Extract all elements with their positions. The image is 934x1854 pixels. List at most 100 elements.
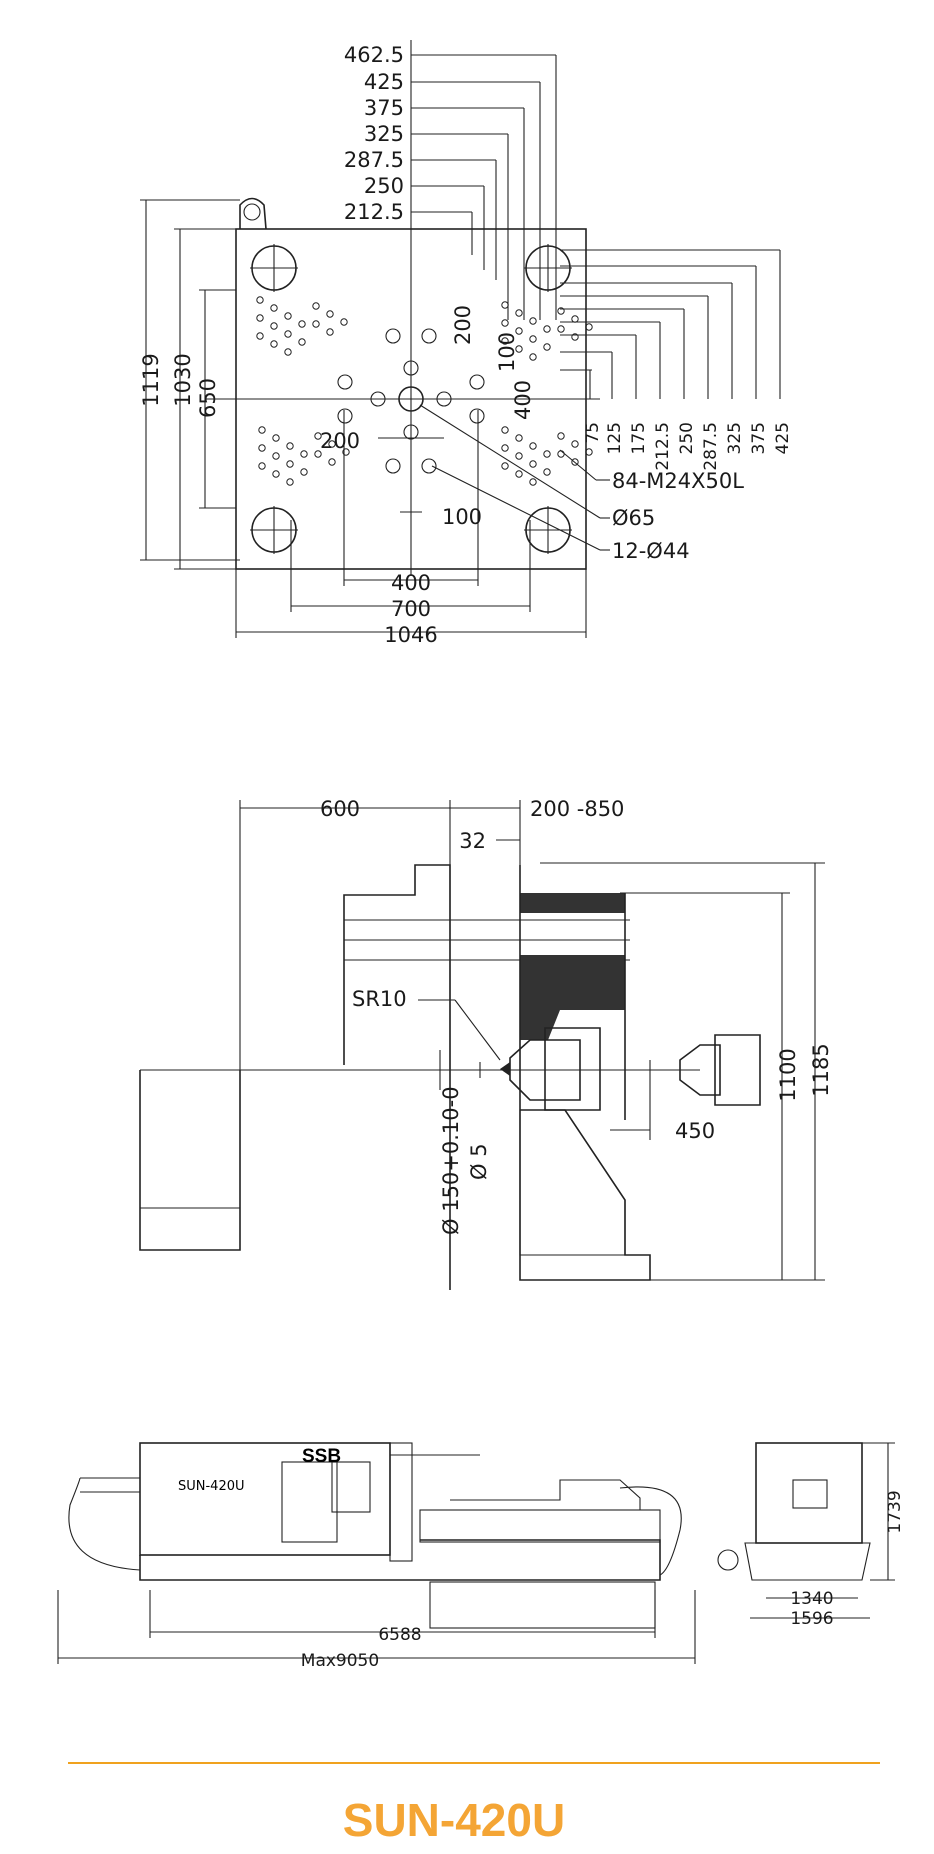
dim-375: 375 [364, 96, 404, 120]
platen-front-view: 462.5 425 375 325 287.5 250 212.5 75 125… [139, 40, 793, 647]
threaded-hole [529, 353, 537, 361]
platen-hatched-region [519, 1109, 626, 1256]
bottom-dimension-lines [235, 410, 587, 638]
left-dimension-lines [140, 199, 240, 570]
threaded-hole [571, 315, 579, 323]
dim-max9050: Max9050 [301, 1651, 379, 1671]
threaded-hole [300, 450, 308, 458]
nozzle-retracted [679, 1044, 721, 1096]
right-dimension-lines [560, 249, 781, 399]
threaded-hole [529, 442, 537, 450]
threaded-hole [571, 333, 579, 341]
threaded-hole [270, 340, 278, 348]
threaded-hole [515, 470, 523, 478]
threaded-hole [258, 426, 266, 434]
injection-unit-frame [419, 1509, 661, 1543]
threaded-hole [529, 335, 537, 343]
dim-1739: 1739 [885, 1490, 905, 1533]
threaded-hole [272, 470, 280, 478]
dim-1046: 1046 [384, 623, 437, 647]
barrel-housing [343, 864, 451, 1290]
threaded-hole [515, 345, 523, 353]
hydraulic-hose [68, 1477, 141, 1571]
right-dimension-labels: 75 125 175 212.5 250 287.5 325 375 425 [583, 422, 793, 471]
callout-center-hole: Ø65 [612, 506, 655, 530]
dim-425-right: 425 [773, 422, 793, 454]
threaded-hole [272, 452, 280, 460]
threaded-hole [314, 432, 322, 440]
model-title: SUN-420U [343, 1794, 565, 1846]
machine-base [139, 1539, 661, 1581]
threaded-hole [557, 325, 565, 333]
dim-1185: 1185 [809, 1043, 833, 1096]
threaded-hole [515, 452, 523, 460]
dim-250: 250 [364, 174, 404, 198]
machine-brand-label: SSB [302, 1446, 341, 1467]
dim-1596: 1596 [790, 1609, 833, 1629]
threaded-hole [300, 468, 308, 476]
callout-threaded-holes: 84-M24X50L [612, 469, 744, 493]
dim-inner-400-vertical: 400 [511, 380, 535, 420]
dim-1340: 1340 [790, 1589, 833, 1609]
threaded-hole [501, 301, 509, 309]
dim-1100: 1100 [776, 1048, 800, 1101]
threaded-hole [543, 468, 551, 476]
threaded-hole [515, 327, 523, 335]
threaded-hole [529, 317, 537, 325]
dim-287-5-right: 287.5 [701, 422, 721, 471]
dim-425: 425 [364, 70, 404, 94]
bottom-dimension-labels: 400 700 1046 [384, 571, 437, 647]
threaded-hole [515, 434, 523, 442]
dim-32: 32 [459, 829, 486, 853]
threaded-hole [557, 432, 565, 440]
threaded-hole [529, 460, 537, 468]
dim-450: 450 [675, 1119, 715, 1143]
dim-inner-200-vertical: 200 [451, 305, 475, 345]
dim-375-right: 375 [749, 422, 769, 454]
threaded-hole [286, 442, 294, 450]
nozzle-section-view: 600 200 -850 32 SR10 Ø 150 [139, 797, 833, 1290]
threaded-hole [328, 458, 336, 466]
dia-150-label: Ø 150+0.10-0 [439, 1086, 463, 1235]
platen-outline-section [519, 865, 651, 1281]
threaded-hole [272, 434, 280, 442]
threaded-hole [585, 323, 593, 331]
threaded-hole [501, 319, 509, 327]
threaded-hole [286, 478, 294, 486]
threaded-hole [571, 458, 579, 466]
dim-700: 700 [391, 597, 431, 621]
top-dimension-labels: 462.5 425 375 325 287.5 250 212.5 [344, 43, 404, 224]
machine-side-view: SUN-420U SSB 6588 Max9050 1739 1340 1596 [57, 1442, 905, 1671]
platen-top-dark [520, 893, 625, 913]
machine-lower-frame [429, 1581, 656, 1629]
injection-unit [450, 1479, 641, 1510]
threaded-hole [501, 444, 509, 452]
center-locating-holes [337, 328, 485, 474]
inner-dimension-labels: 200 100 400 200 100 [320, 305, 535, 529]
threaded-hole [342, 448, 350, 456]
threaded-hole [284, 348, 292, 356]
dim-325: 325 [364, 122, 404, 146]
nozzle-body [509, 1039, 581, 1101]
sr10-label: SR10 [352, 987, 407, 1011]
dim-287-5: 287.5 [344, 148, 404, 172]
callout-leaders [419, 404, 610, 551]
dim-1030: 1030 [171, 353, 195, 406]
nozzle-heater [544, 1027, 601, 1111]
threaded-hole [543, 343, 551, 351]
threaded-hole [256, 296, 264, 304]
dim-6588: 6588 [378, 1625, 421, 1645]
threaded-hole [284, 330, 292, 338]
threaded-hole [284, 312, 292, 320]
threaded-holes-pattern [256, 296, 593, 486]
threaded-hole [340, 318, 348, 326]
dim-400-bottom: 400 [391, 571, 431, 595]
lug-hole [243, 203, 261, 221]
callout-ejector-holes: 12-Ø44 [612, 539, 690, 563]
dim-250-right: 250 [677, 422, 697, 454]
dim-200-850: 200 -850 [530, 797, 624, 821]
injection-base [139, 1070, 241, 1251]
dim-1119: 1119 [139, 353, 163, 406]
threaded-hole [270, 322, 278, 330]
threaded-hole [258, 444, 266, 452]
